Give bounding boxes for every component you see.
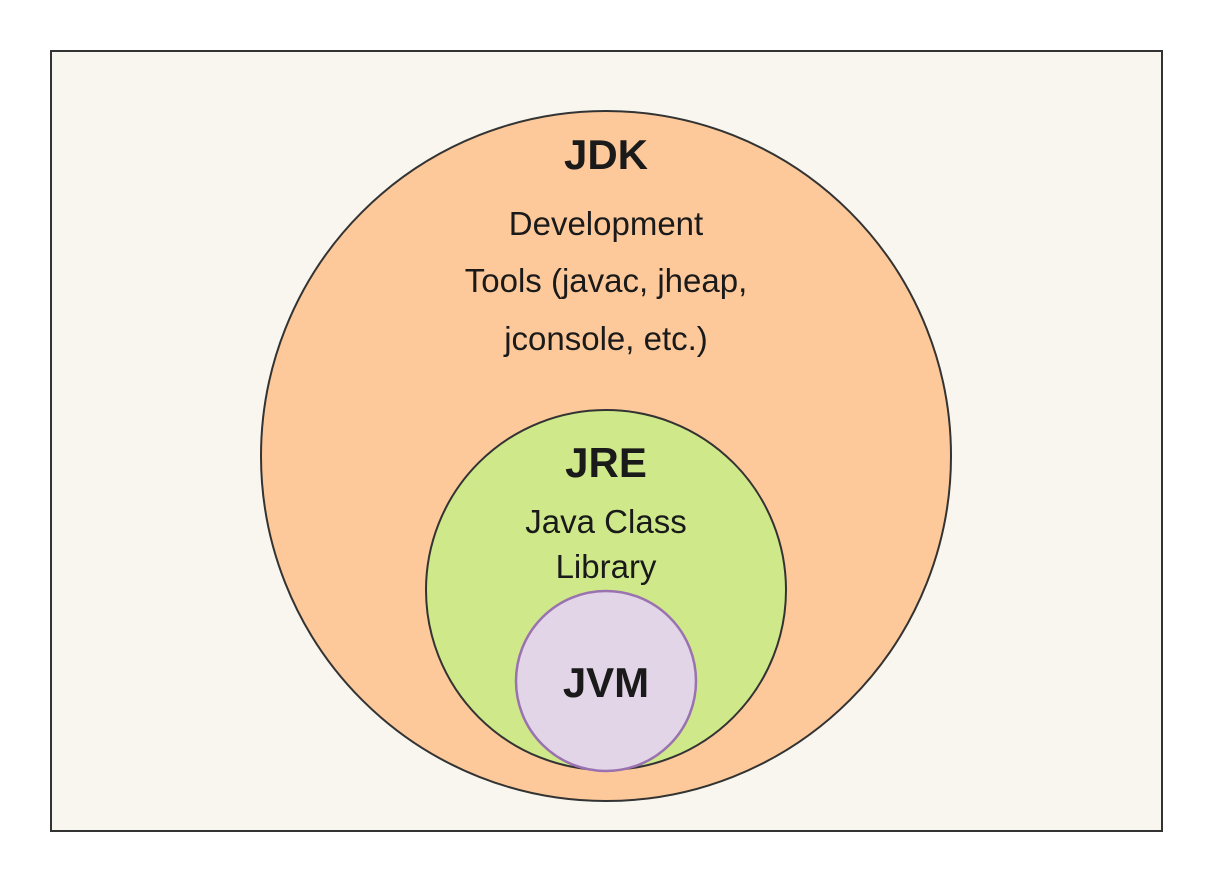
jre-title: JRE: [565, 439, 647, 486]
jdk-line-1: Development: [509, 205, 703, 242]
jvm-title: JVM: [563, 659, 649, 706]
jvm-circle: [514, 589, 698, 773]
jdk-title: JDK: [564, 131, 648, 178]
jre-line-1: Java Class: [525, 503, 686, 540]
jdk-line-2: Tools (javac, jheap,: [465, 262, 747, 299]
jdk-line-3: jconsole, etc.): [503, 320, 708, 357]
jre-line-2: Library: [556, 548, 657, 585]
